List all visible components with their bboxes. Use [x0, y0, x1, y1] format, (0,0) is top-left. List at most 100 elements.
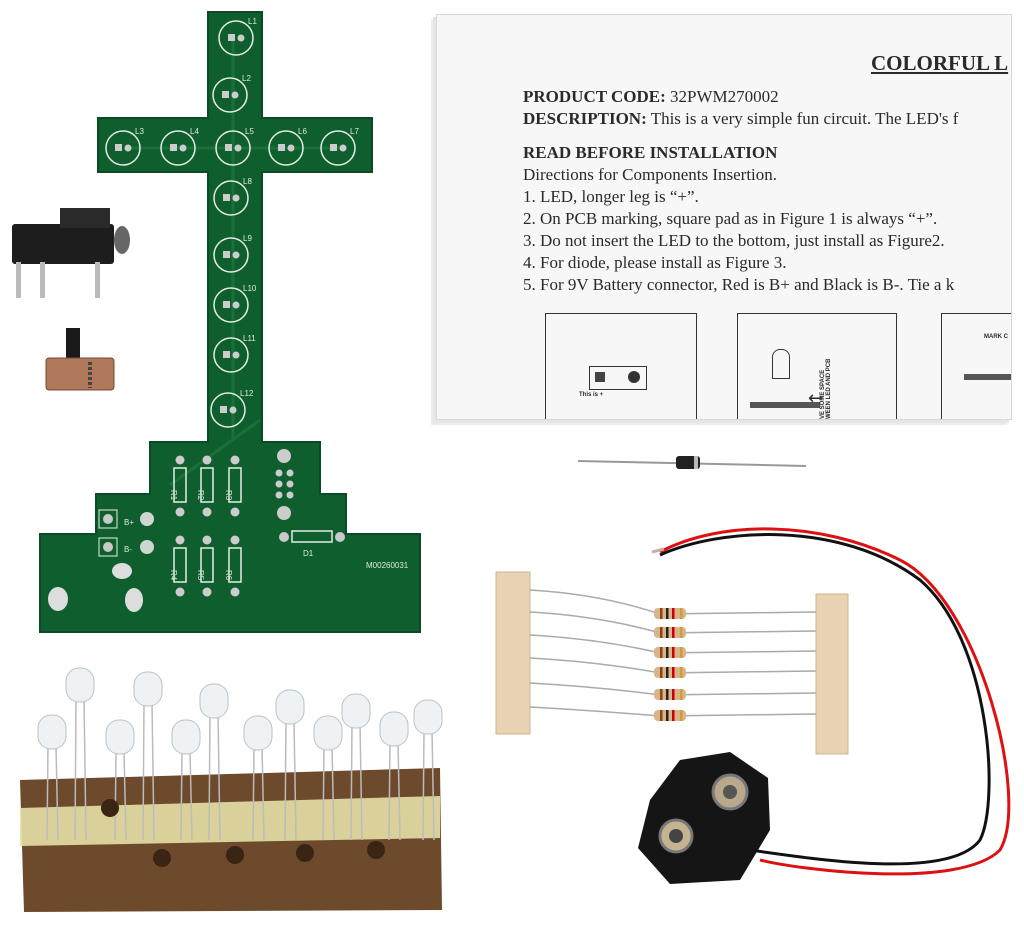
resistor	[529, 706, 817, 721]
read-before-heading: READ BEFORE INSTALLATION	[523, 143, 778, 162]
led	[379, 711, 409, 841]
step-1: 1. LED, longer leg is “+”.	[523, 187, 699, 206]
led-footprint: L6	[268, 127, 307, 166]
led-footprint: L5	[215, 127, 254, 166]
led	[65, 667, 95, 841]
led-label: L5	[245, 127, 254, 136]
bplus-label: B+	[124, 518, 134, 527]
tape-hole	[153, 849, 171, 867]
led-label: L9	[243, 234, 252, 243]
slide-switch	[45, 328, 115, 391]
figure-3: MARK C	[941, 313, 1011, 419]
led-label: L10	[243, 284, 257, 293]
led-strip	[20, 667, 443, 912]
directions: Directions for Components Insertion.	[523, 165, 778, 184]
resistor-footprint: R1	[169, 455, 187, 517]
description: This is a very simple fun circuit. The L…	[650, 109, 959, 128]
resistor	[529, 611, 817, 638]
instruction-sheet: COLORFUL L PRODUCT CODE: 32PWM270002 DES…	[436, 14, 1012, 420]
resistor-label: R3	[224, 490, 233, 501]
arrow-left-icon: ←	[808, 388, 824, 409]
led-label: L8	[243, 177, 252, 186]
led-label: L11	[243, 334, 256, 343]
round-pad-icon	[628, 371, 640, 383]
led	[105, 719, 135, 841]
resistor-label: R5	[196, 570, 205, 581]
diode-footprint: D1	[279, 530, 345, 558]
diode-label: D1	[303, 549, 314, 558]
product-code-label: PRODUCT CODE:	[523, 87, 666, 106]
resistor-footprint: R3	[224, 455, 242, 517]
led	[275, 689, 305, 841]
led	[171, 719, 201, 841]
resistor-label: R4	[169, 570, 178, 581]
step-2: 2. On PCB marking, square pad as in Figu…	[523, 209, 938, 228]
led-footprint: L7	[320, 127, 359, 166]
tape-hole	[226, 846, 244, 864]
board-code: M00260031	[366, 561, 409, 570]
resistor-label: R1	[169, 490, 178, 501]
resistor	[529, 634, 817, 658]
led-footprint: L2	[212, 74, 251, 113]
sheet-title: COLORFUL L	[871, 51, 1009, 75]
led	[413, 699, 443, 841]
square-pad-icon	[595, 372, 605, 382]
description-line: DESCRIPTION: This is a very simple fun c…	[523, 109, 958, 129]
led	[37, 714, 67, 841]
led-label: L2	[242, 74, 251, 83]
bminus-label: B-	[124, 545, 132, 554]
led-diagram-icon	[772, 349, 790, 379]
resistor	[529, 589, 817, 619]
led-label: L12	[240, 389, 254, 398]
resistor-footprint: R6	[224, 535, 242, 597]
connector-pads: B+ B- M00260031	[48, 449, 409, 612]
led-footprint: L4	[160, 127, 199, 166]
battery-snap	[638, 527, 1011, 884]
led	[313, 715, 343, 841]
led	[133, 671, 163, 841]
resistor-footprint: R5	[196, 535, 214, 597]
step-4: 4. For diode, please install as Figure 3…	[523, 253, 787, 272]
figure-1: This is +	[545, 313, 697, 419]
pcb-diagram	[750, 402, 820, 408]
resistor	[529, 657, 817, 678]
led	[341, 693, 371, 841]
resistor-label: R6	[224, 570, 233, 581]
led-footprint: L10	[213, 284, 257, 323]
diode-diagram	[964, 374, 1011, 380]
resistor	[529, 682, 817, 700]
fig1-caption: This is +	[579, 392, 604, 398]
led-label: L4	[190, 127, 199, 136]
tape-hole	[367, 841, 385, 859]
audio-jack	[12, 208, 130, 298]
led-label: L1	[248, 17, 257, 26]
led-label: L3	[135, 127, 144, 136]
product-code-line: PRODUCT CODE: 32PWM270002	[523, 87, 779, 107]
resistor-strip	[495, 571, 849, 755]
step-3: 3. Do not insert the LED to the bottom, …	[523, 231, 945, 250]
tape-hole	[101, 799, 119, 817]
led-label: L7	[350, 127, 359, 136]
led	[199, 683, 229, 841]
led-label: L6	[298, 127, 307, 136]
led-footprint: L1	[218, 17, 257, 56]
description-label: DESCRIPTION:	[523, 109, 647, 128]
fig3-caption: MARK C	[984, 334, 1008, 340]
led-footprint: L12	[210, 389, 254, 428]
led-footprint: L3	[105, 127, 144, 166]
resistor-footprint: R4	[169, 535, 187, 597]
diode	[577, 456, 807, 469]
pad-diagram	[589, 366, 647, 390]
resistor-label: R2	[196, 490, 205, 501]
led-footprint: L8	[213, 177, 252, 216]
tape-hole	[296, 844, 314, 862]
led-footprint: L9	[213, 234, 252, 273]
led	[243, 715, 273, 841]
led-footprint: L11	[213, 334, 256, 373]
step-5: 5. For 9V Battery connector, Red is B+ a…	[523, 275, 955, 294]
